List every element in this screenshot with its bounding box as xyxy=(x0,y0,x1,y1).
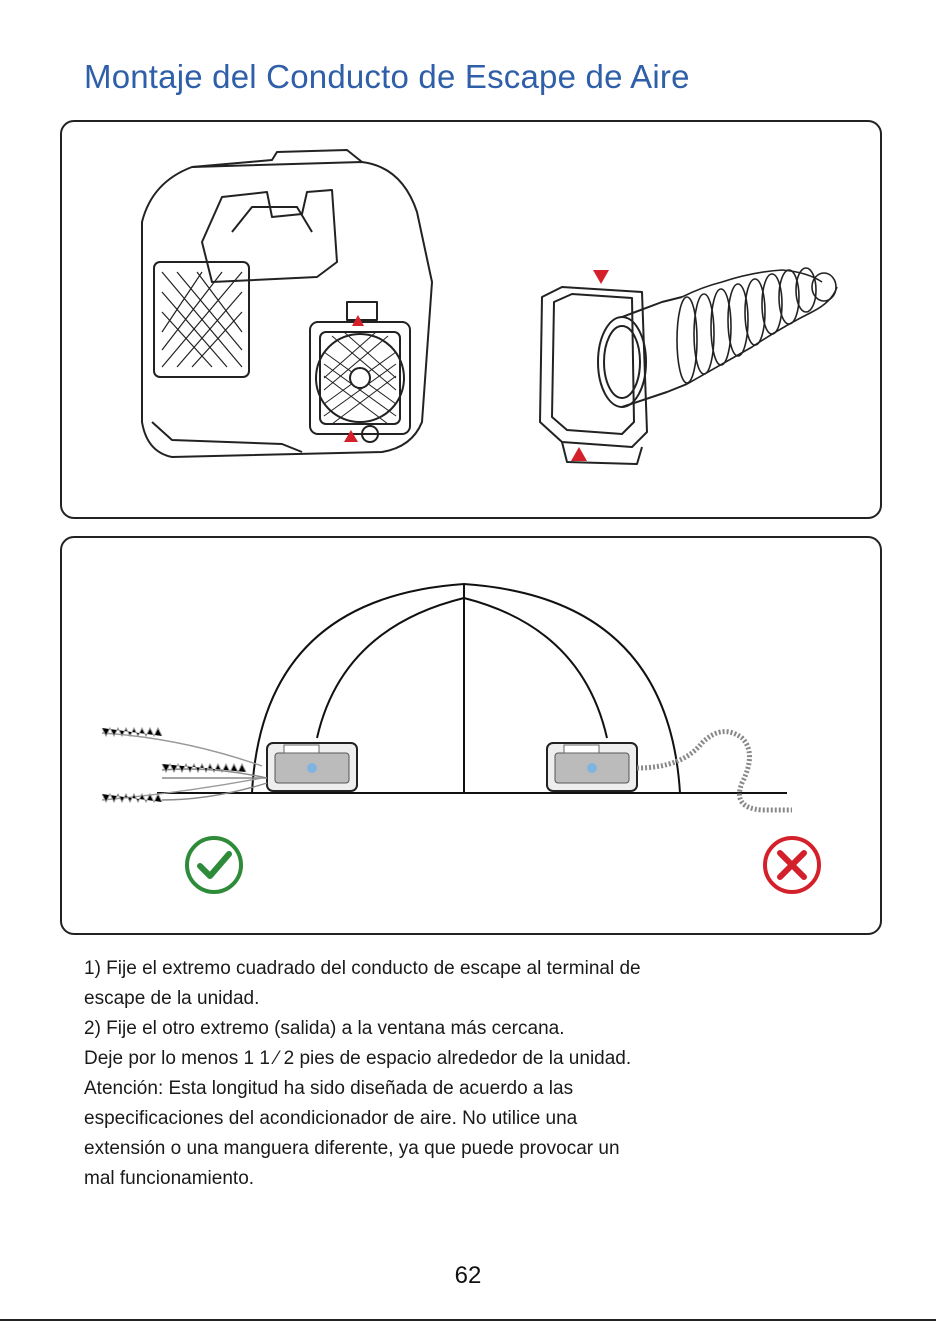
instruction-line: Atención: Esta longitud ha sido diseñada… xyxy=(84,1078,574,1099)
instruction-line: Deje por lo menos 1 1 ⁄ 2 pies de espaci… xyxy=(84,1048,632,1069)
exhaust-hose-adapter-icon xyxy=(539,267,838,465)
portable-air-conditioner-icon xyxy=(546,742,638,792)
instruction-line: extensión o una manguera diferente, ya q… xyxy=(84,1138,620,1159)
instructions-text: 1) Fije el extremo cuadrado del conducto… xyxy=(84,954,804,1194)
page-number: 62 xyxy=(454,1262,482,1289)
page-title: Montaje del Conducto de Escape de Aire xyxy=(84,58,690,95)
instruction-line: escape de la unidad. xyxy=(84,988,260,1009)
clearance-illustration-panel xyxy=(60,536,882,935)
alignment-arrow-icon xyxy=(571,270,609,461)
assembly-illustration-panel xyxy=(60,120,882,519)
portable-air-conditioner-icon xyxy=(266,742,358,792)
instruction-line: 1) Fije el extremo cuadrado del conducto… xyxy=(84,958,641,979)
check-mark-icon xyxy=(185,836,243,894)
bottom-rule xyxy=(0,1319,936,1321)
portable-air-conditioner-icon xyxy=(141,149,433,458)
instruction-line: 2) Fije el otro extremo (salida) a la ve… xyxy=(84,1018,565,1039)
cross-mark-icon xyxy=(763,836,821,894)
instruction-line: mal funcionamiento. xyxy=(84,1168,255,1189)
alignment-arrow-icon xyxy=(344,315,364,442)
instruction-line: especificaciones del acondicionador de a… xyxy=(84,1108,578,1129)
